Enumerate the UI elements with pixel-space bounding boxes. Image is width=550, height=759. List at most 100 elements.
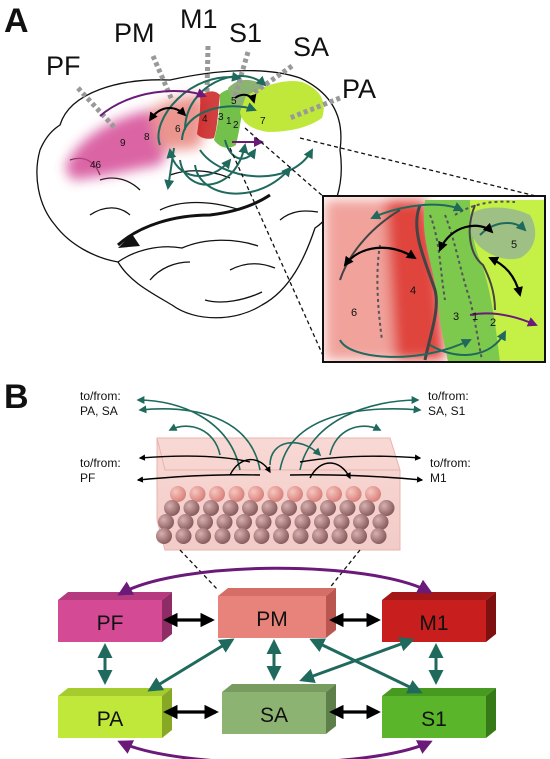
neuron	[275, 514, 291, 530]
svg-text:1: 1	[226, 116, 232, 127]
svg-text:to/from:: to/from:	[428, 389, 469, 403]
teal-arrows-a	[157, 71, 313, 195]
svg-text:8: 8	[144, 132, 150, 143]
svg-text:to/from:: to/from:	[430, 456, 471, 470]
neuron	[175, 528, 192, 544]
neuron	[164, 500, 180, 516]
svg-text:3: 3	[453, 311, 459, 323]
neuron	[177, 514, 194, 530]
neuron	[372, 514, 389, 530]
neuron	[203, 500, 219, 516]
label-pm: PM	[114, 18, 155, 48]
neuron	[156, 528, 172, 544]
svg-text:PM: PM	[256, 608, 288, 631]
inset-box: 6 4 3 1 2 5	[322, 195, 546, 363]
slab-arrows-black	[136, 454, 424, 483]
cortex-slab	[156, 437, 401, 551]
neuron	[228, 486, 245, 502]
box-sa: SA	[222, 684, 336, 734]
box-arrows-black	[163, 612, 381, 720]
neuron	[236, 514, 252, 530]
neuron	[248, 486, 264, 502]
box-m1: M1	[382, 592, 496, 642]
neuron	[183, 500, 200, 516]
neuron	[189, 486, 206, 502]
neuron	[234, 528, 250, 544]
neuron	[314, 514, 330, 530]
neuron	[345, 486, 362, 502]
svg-text:S1: S1	[421, 708, 447, 731]
neuron	[255, 514, 272, 530]
svg-text:7: 7	[260, 116, 266, 127]
neuron	[370, 528, 387, 544]
region-labels-a: PF PM M1 S1 SA PA	[46, 4, 376, 104]
m1-region	[197, 91, 220, 139]
neuron	[214, 528, 231, 544]
area-numbers-a: 46 9 8 6 4 3 1 2 5 7	[90, 96, 266, 171]
box-pf: PF	[58, 592, 172, 642]
inset-numbers: 6 4 3 1 2 5	[351, 239, 517, 329]
neuron	[253, 528, 270, 544]
svg-text:1: 1	[472, 311, 478, 323]
zoom-line-top	[244, 127, 326, 199]
zoom-line-lower	[229, 147, 326, 361]
neuron	[378, 500, 395, 516]
svg-text:to/from:: to/from:	[80, 456, 121, 470]
neuron	[197, 514, 213, 530]
box-pm: PM	[218, 588, 336, 638]
svg-text:6: 6	[175, 124, 181, 135]
neuron	[331, 528, 348, 544]
svg-text:4: 4	[202, 114, 208, 125]
svg-text:SA, S1: SA, S1	[428, 404, 466, 418]
panel-a-letter: A	[4, 2, 29, 40]
svg-text:4: 4	[410, 285, 416, 297]
svg-text:PF: PF	[80, 471, 95, 485]
svg-text:to/from:: to/from:	[80, 389, 121, 403]
neuron	[242, 500, 258, 516]
neuron	[365, 486, 381, 502]
svg-text:6: 6	[351, 307, 357, 319]
neuron	[312, 528, 328, 544]
label-s1: S1	[229, 18, 262, 48]
neuron	[320, 500, 336, 516]
black-arrows-a	[149, 93, 257, 122]
svg-text:3: 3	[218, 112, 224, 123]
neuron	[281, 500, 297, 516]
label-sa: SA	[293, 32, 329, 62]
neuron	[170, 486, 186, 502]
sylvian-fissure	[116, 193, 271, 247]
neuron	[195, 528, 211, 544]
neuron	[261, 500, 278, 516]
box-arrows-teal	[97, 637, 444, 694]
label-pf: PF	[46, 51, 81, 81]
svg-text:SA: SA	[260, 704, 288, 727]
svg-text:5: 5	[511, 239, 517, 251]
neuron	[326, 486, 342, 502]
slab-arrows-teal	[136, 396, 422, 471]
purple-arrows-a	[99, 88, 264, 147]
box-arrows-purple	[117, 566, 433, 759]
neuron	[267, 486, 284, 502]
neuron	[294, 514, 311, 530]
box-pa: PA	[58, 688, 172, 738]
svg-text:M1: M1	[430, 471, 447, 485]
pa-region	[240, 80, 324, 132]
neuron	[300, 500, 317, 516]
svg-text:2: 2	[233, 120, 239, 131]
neuron	[353, 514, 369, 530]
neuron	[359, 500, 375, 516]
inset-black-arrows	[343, 222, 523, 297]
neuron	[306, 486, 323, 502]
neuron	[216, 514, 233, 530]
svg-text:46: 46	[90, 160, 102, 171]
svg-text:5: 5	[231, 96, 237, 107]
svg-text:PF: PF	[97, 612, 124, 635]
neuron-grid	[156, 486, 395, 544]
neuron	[351, 528, 367, 544]
neuron	[273, 528, 289, 544]
neuron	[333, 514, 350, 530]
svg-text:PA: PA	[97, 708, 123, 731]
neuron	[292, 528, 309, 544]
panel-b-letter: B	[4, 378, 29, 416]
